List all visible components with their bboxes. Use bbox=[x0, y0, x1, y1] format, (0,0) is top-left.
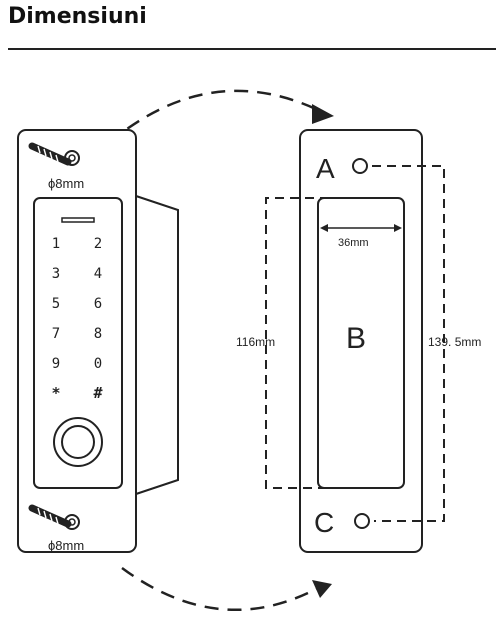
keypad-key-9: 9 bbox=[52, 356, 60, 372]
width-dimension bbox=[320, 224, 402, 232]
keypad-key-5: 5 bbox=[52, 296, 60, 312]
arrowhead-bottom-icon bbox=[312, 580, 332, 598]
keypad-key-0: 0 bbox=[94, 356, 102, 372]
fingerprint-sensor-icon bbox=[61, 425, 95, 459]
width-label: 36mm bbox=[338, 237, 369, 249]
mounting-template: A B C 36mm 116mm 139. 5mm bbox=[236, 129, 481, 553]
keypad-key-8: 8 bbox=[94, 326, 102, 342]
keypad-key-3: 3 bbox=[52, 266, 60, 282]
hole-a-label: A bbox=[316, 153, 335, 184]
height-dimension bbox=[265, 197, 344, 489]
keypad-key-4: 4 bbox=[94, 266, 102, 282]
keypad-panel bbox=[33, 197, 123, 489]
screw-size-label-top: ϕ8mm bbox=[48, 176, 84, 191]
spacing-label: 139. 5mm bbox=[428, 335, 481, 349]
hole-c-icon bbox=[354, 513, 370, 529]
device-side-profile bbox=[135, 195, 179, 495]
keypad-key-7: 7 bbox=[52, 326, 60, 342]
hole-a-icon bbox=[352, 158, 368, 174]
hole-c-label: C bbox=[314, 507, 334, 538]
arrowhead-top-icon bbox=[312, 104, 334, 124]
keypad-key-2: 2 bbox=[94, 236, 102, 252]
keypad-key-star: * bbox=[51, 384, 60, 402]
keypad-key-hash: # bbox=[93, 384, 102, 402]
screw-bottom-shaft-icon bbox=[28, 504, 72, 528]
spacing-dimension bbox=[372, 165, 445, 522]
led-indicator bbox=[61, 217, 95, 223]
height-label: 116mm bbox=[236, 335, 275, 349]
keypad-key-6: 6 bbox=[94, 296, 102, 312]
keypad-keys: 1 2 3 4 5 6 7 8 9 0 * # bbox=[51, 236, 102, 402]
rotate-arrow-bottom bbox=[121, 566, 332, 612]
screw-size-label-bottom: ϕ8mm bbox=[48, 538, 84, 553]
keypad-key-1: 1 bbox=[52, 236, 60, 252]
page-title: Dimensiuni bbox=[8, 4, 147, 29]
device-front-view: ϕ8mm 1 2 3 4 5 6 7 8 9 0 * # ϕ8mm bbox=[17, 129, 179, 553]
cutout-area-b bbox=[317, 197, 405, 489]
title-divider bbox=[8, 48, 496, 50]
area-b-label: B bbox=[346, 322, 366, 355]
screw-top-shaft-icon bbox=[28, 142, 72, 166]
